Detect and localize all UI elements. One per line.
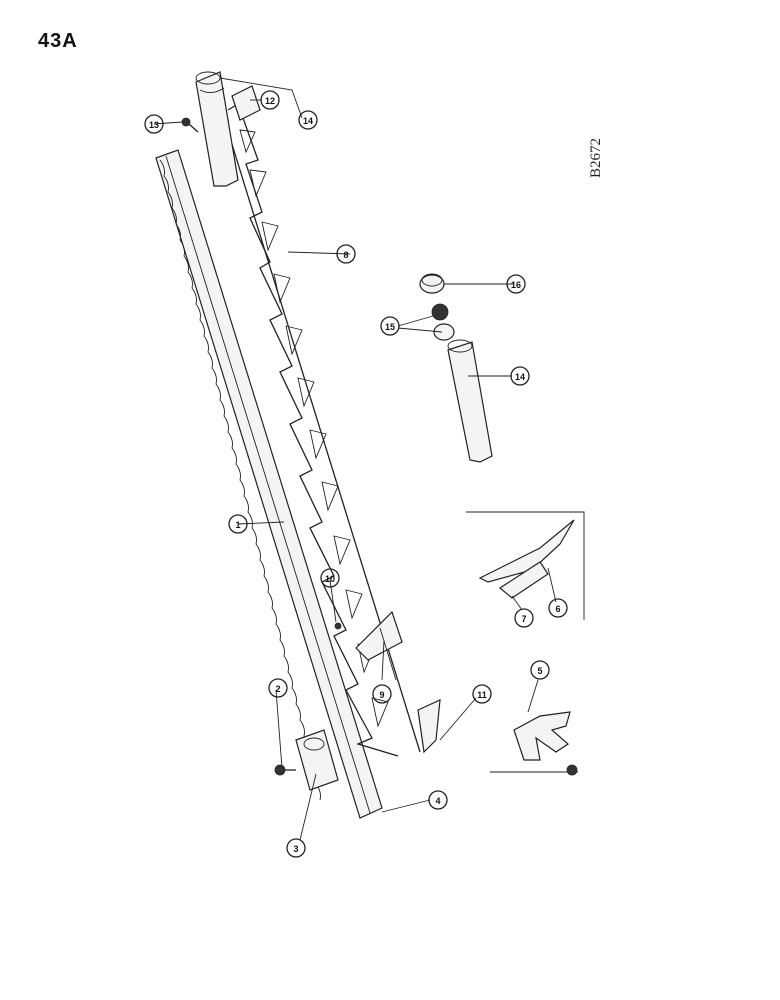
callout-4-label: 4 [435, 796, 440, 806]
knife-head-part-14-lower [447, 339, 493, 463]
callout-3-label: 3 [293, 844, 298, 854]
callout-11: 11 [472, 684, 492, 704]
knife-head-part-14-top [195, 71, 239, 187]
callout-13: 13 [144, 114, 164, 134]
callout-6: 6 [548, 598, 568, 618]
callout-5: 5 [530, 660, 550, 680]
callout-7: 7 [514, 608, 534, 628]
callout-8-label: 8 [343, 250, 348, 260]
bolt-part-2 [274, 764, 296, 776]
callout-9: 9 [372, 684, 392, 704]
bracket-part-12 [231, 85, 261, 121]
callout-8: 8 [336, 244, 356, 264]
callout-1-label: 1 [235, 520, 240, 530]
callout-11-label: 11 [477, 690, 487, 700]
callout-6-label: 6 [555, 604, 560, 614]
callout-5-label: 5 [537, 666, 542, 676]
callout-2: 2 [268, 678, 288, 698]
cap-part-16 [419, 273, 445, 294]
callout-16-label: 16 [511, 280, 521, 290]
callout-16: 16 [506, 274, 526, 294]
guard-part-5 [490, 711, 578, 776]
bearings-part-15 [431, 303, 455, 341]
callout-4: 4 [428, 790, 448, 810]
bracket-part-7 [498, 561, 549, 599]
callout-14-top-label: 14 [303, 116, 313, 126]
callout-14-lower: 14 [510, 366, 530, 386]
callout-10-label: 10 [325, 574, 335, 584]
callout-10: 10 [320, 568, 340, 588]
callout-14-top: 14 [298, 110, 318, 130]
callout-12: 12 [260, 90, 280, 110]
end-section-part-11 [417, 699, 441, 754]
callout-7-label: 7 [521, 614, 526, 624]
wear-plate-part-6 [478, 519, 575, 583]
rivet-part-10 [334, 622, 342, 630]
callout-12-label: 12 [265, 96, 275, 106]
cutter-bar-part-1 [155, 149, 383, 819]
callout-15: 15 [380, 316, 400, 336]
inset-frame [466, 511, 585, 620]
callout-14-lower-label: 14 [515, 372, 525, 382]
callout-2-label: 2 [275, 684, 280, 694]
hold-down-clip-part-3 [295, 729, 339, 791]
callout-15-label: 15 [385, 322, 395, 332]
page-number: 43A [38, 30, 78, 52]
callout-1: 1 [228, 514, 248, 534]
knife-clip-part-9 [355, 610, 403, 681]
callout-13-label: 13 [149, 120, 159, 130]
callout-9-label: 9 [379, 690, 384, 700]
bolt-part-13 [181, 117, 199, 133]
callout-3: 3 [286, 838, 306, 858]
